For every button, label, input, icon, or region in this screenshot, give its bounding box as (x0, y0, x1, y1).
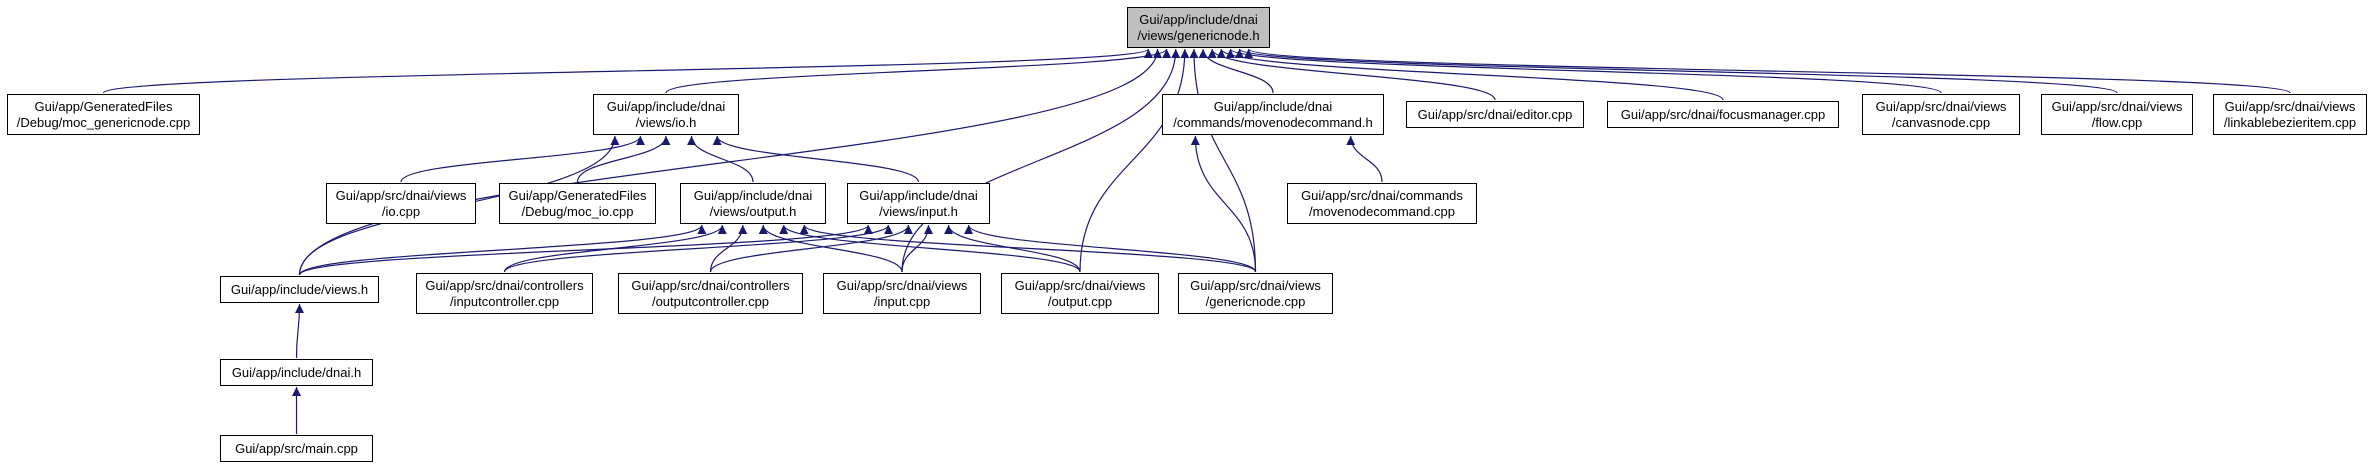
node-moc-genericnode-cpp[interactable]: Gui/app/GeneratedFiles/Debug/moc_generic… (7, 94, 200, 135)
edge-n_outputctrl-to-n_output_h (709, 224, 748, 273)
node-label-line: Gui/app/src/dnai/editor.cpp (1417, 106, 1573, 122)
node-label-line: Gui/app/src/dnai/controllers (631, 277, 790, 293)
node-label-line: Gui/app/src/dnai/views (2224, 98, 2356, 114)
node-linkablebezieritem-cpp[interactable]: Gui/app/src/dnai/views/linkablebezierite… (2213, 94, 2367, 135)
node-label-line: Gui/app/src/dnai/views (1014, 277, 1146, 293)
node-label-line: /outputcontroller.cpp (651, 293, 770, 309)
node-label-line: Gui/app/include/dnai (1213, 98, 1333, 114)
node-label-line: Gui/app/GeneratedFiles (508, 187, 647, 203)
node-label-line: Gui/app/src/dnai/focusmanager.cpp (1620, 106, 1826, 122)
edge-n_views_h-to-n_output_h (298, 224, 707, 276)
edge-n_dnai_h-to-n_views_h (294, 303, 304, 359)
dependency-edges (102, 48, 2291, 434)
node-focusmanager-cpp[interactable]: Gui/app/src/dnai/focusmanager.cpp (1607, 101, 1839, 128)
node-label-line: Gui/app/src/dnai/views (335, 187, 467, 203)
node-outputcontroller-cpp[interactable]: Gui/app/src/dnai/controllers/outputcontr… (618, 273, 803, 314)
node-label-line: /genericnode.cpp (1205, 293, 1306, 309)
node-label-line: Gui/app/include/dnai (606, 98, 726, 114)
edge-n_movenode_cpp-to-n_movenode_h (1346, 135, 1383, 183)
edge-n_canvas-to-n_generic_h (1226, 48, 1942, 94)
node-label-line: Gui/app/include/dnai.h (231, 364, 362, 380)
node-label-line: /canvasnode.cpp (1891, 114, 1991, 130)
node-label-line: Gui/app/include/dnai (859, 187, 978, 203)
node-output-cpp[interactable]: Gui/app/src/dnai/views/output.cpp (1001, 273, 1159, 314)
node-io-h[interactable]: Gui/app/include/dnai/views/io.h (593, 94, 739, 135)
node-input-cpp[interactable]: Gui/app/src/dnai/views/input.cpp (823, 273, 981, 314)
node-label-line: /movenodecommand.cpp (1309, 203, 1455, 219)
edge-n_linkable-to-n_generic_h (1244, 48, 2291, 94)
edge-n_generic_cpp-to-n_generic_h (1189, 48, 1257, 273)
edge-n_moc_generic-to-n_generic_h (102, 48, 1153, 94)
node-movenodecommand-h[interactable]: Gui/app/include/dnai/commands/movenodeco… (1162, 94, 1384, 135)
edge-n_io_cpp-to-n_io_h (400, 135, 645, 183)
edge-n_input_cpp-to-n_output_h (758, 224, 903, 273)
node-label-line: /input.cpp (873, 293, 931, 309)
edge-n_flow-to-n_generic_h (1235, 48, 2118, 94)
node-movenodecommand-cpp[interactable]: Gui/app/src/dnai/commands/movenodecomman… (1287, 183, 1477, 224)
node-label-line: /views/io.h (635, 114, 697, 130)
node-inputcontroller-cpp[interactable]: Gui/app/src/dnai/controllers/inputcontro… (416, 273, 593, 314)
edge-n_inputctrl-to-n_input_h (503, 224, 893, 273)
edge-n_outputctrl-to-n_input_h (709, 224, 913, 273)
node-editor-cpp[interactable]: Gui/app/src/dnai/editor.cpp (1406, 101, 1584, 128)
edge-n_io_h-to-n_generic_h (665, 48, 1171, 94)
edge-n_editor-to-n_generic_h (1207, 48, 1496, 101)
node-label-line: /output.cpp (1047, 293, 1113, 309)
node-label-line: /views/input.h (879, 203, 958, 219)
node-genericnode-cpp[interactable]: Gui/app/src/dnai/views/genericnode.cpp (1178, 273, 1333, 314)
edge-n_focus-to-n_generic_h (1216, 48, 1724, 101)
node-label-line: Gui/app/src/dnai/views (836, 277, 968, 293)
node-label-line: Gui/app/src/dnai/controllers (425, 277, 584, 293)
node-moc-io-cpp[interactable]: Gui/app/GeneratedFiles/Debug/moc_io.cpp (499, 183, 656, 224)
node-label-line: Gui/app/include/views.h (230, 281, 369, 297)
node-label-line: Gui/app/include/dnai (1139, 11, 1258, 27)
edge-n_generic_cpp-to-n_output_h (799, 224, 1257, 273)
node-io-cpp[interactable]: Gui/app/src/dnai/views/io.cpp (326, 183, 476, 224)
node-label-line: /flow.cpp (2091, 114, 2143, 130)
node-label-line: Gui/app/src/main.cpp (235, 440, 358, 456)
node-label-line: Gui/app/include/dnai (693, 187, 813, 203)
edge-n_movenode_h-to-n_generic_h (1198, 48, 1274, 94)
node-label-line: /views/output.h (709, 203, 797, 219)
node-input-h[interactable]: Gui/app/include/dnai/views/input.h (847, 183, 990, 224)
edge-n_moc_io-to-n_io_h (576, 135, 671, 183)
node-dnai-h[interactable]: Gui/app/include/dnai.h (220, 359, 373, 386)
node-label-line: Gui/app/src/dnai/views (2051, 98, 2183, 114)
node-output-h[interactable]: Gui/app/include/dnai/views/output.h (680, 183, 826, 224)
edge-n_generic_cpp-to-n_input_h (964, 224, 1257, 273)
node-label-line: /Debug/moc_genericnode.cpp (16, 114, 191, 130)
edge-n_output_cpp-to-n_output_h (779, 224, 1081, 273)
node-label-line: Gui/app/src/dnai/views (1875, 98, 2007, 114)
edge-n_output_cpp-to-n_generic_h (1079, 48, 1190, 273)
node-flow-cpp[interactable]: Gui/app/src/dnai/views/flow.cpp (2041, 94, 2193, 135)
edge-n_views_h-to-n_input_h (298, 224, 873, 276)
edge-n_input_h-to-n_io_h (712, 135, 920, 183)
edge-n_input_cpp-to-n_input_h (901, 224, 933, 273)
edge-n_generic_cpp-to-n_movenode_h (1190, 135, 1257, 273)
node-views-h[interactable]: Gui/app/include/views.h (220, 276, 379, 303)
node-main-cpp[interactable]: Gui/app/src/main.cpp (220, 435, 373, 462)
node-label-line: /linkablebezieritem.cpp (2223, 114, 2357, 130)
node-label-line: /inputcontroller.cpp (449, 293, 560, 309)
node-canvasnode-cpp[interactable]: Gui/app/src/dnai/views/canvasnode.cpp (1862, 94, 2020, 135)
node-label-line: Gui/app/src/dnai/commands (1301, 187, 1463, 203)
node-label-line: /io.cpp (381, 203, 421, 219)
edge-n_output_cpp-to-n_input_h (944, 224, 1081, 273)
node-genericnode-h[interactable]: Gui/app/include/dnai/views/genericnode.h (1127, 7, 1270, 48)
edge-n_input_cpp-to-n_generic_h (901, 48, 1181, 273)
edge-n_output_h-to-n_io_h (687, 135, 754, 183)
node-label-line: Gui/app/src/dnai/views (1190, 277, 1321, 293)
node-label-line: /views/genericnode.h (1137, 27, 1260, 43)
node-label-line: /commands/movenodecommand.h (1173, 114, 1373, 130)
node-label-line: Gui/app/GeneratedFiles (34, 98, 173, 114)
node-label-line: /Debug/moc_io.cpp (521, 203, 634, 219)
